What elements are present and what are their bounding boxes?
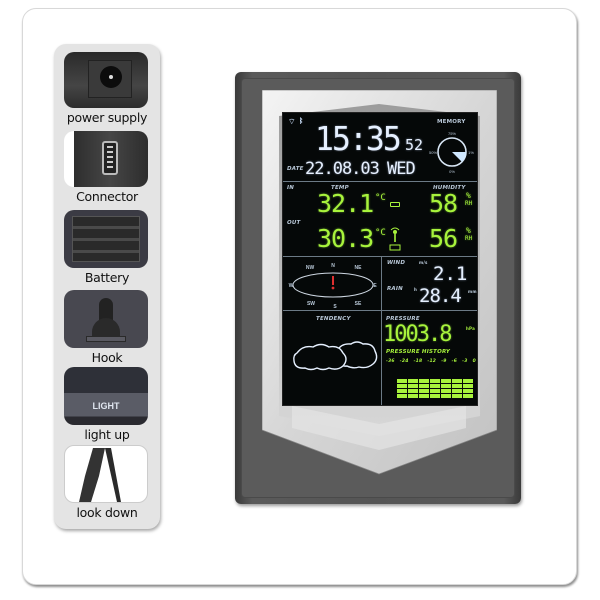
- svg-text:1%: 1%: [468, 150, 474, 155]
- memory-gauge-icon: 75% 1% 0% 50%: [429, 131, 474, 174]
- rain-unit: h: [414, 287, 418, 292]
- humidity-header: HUMIDITY: [433, 185, 466, 191]
- kickstand-icon: [64, 445, 148, 503]
- svg-text:50%: 50%: [429, 150, 437, 155]
- outdoor-rh-unit: RH: [465, 235, 473, 242]
- seconds-display: 52: [405, 136, 424, 154]
- indoor-label: IN: [287, 185, 295, 191]
- feature-panel: power supply Connector Battery Hook LIGH…: [54, 44, 160, 529]
- dc-power-jack-icon: [64, 52, 148, 108]
- svg-text:NE: NE: [355, 265, 363, 271]
- temp-header: TEMP: [331, 185, 349, 191]
- pressure-value: 1003.8: [383, 322, 452, 347]
- indoor-humidity-unit: %: [466, 191, 471, 200]
- wind-label: WIND: [387, 260, 406, 266]
- wind-speed: 2.1: [433, 263, 468, 285]
- indoor-rh-unit: RH: [465, 200, 473, 207]
- light-button-icon[interactable]: LIGHT: [64, 367, 148, 425]
- svg-text:NW: NW: [306, 265, 315, 271]
- feature-label: Hook: [91, 350, 123, 365]
- feature-label: Connector: [76, 189, 138, 204]
- date-display: 22.08.03: [305, 159, 380, 179]
- weekday-display: WED: [387, 159, 416, 179]
- feature-label: power supply: [66, 110, 148, 125]
- battery-compartment-icon: [64, 210, 148, 268]
- tendency-label: TENDENCY: [316, 316, 351, 322]
- svg-text:75%: 75%: [448, 131, 456, 136]
- svg-text:SW: SW: [307, 301, 315, 307]
- wind-unit: m/s: [419, 260, 428, 265]
- feature-label: look down: [76, 505, 138, 520]
- rain-value-unit: mm: [468, 289, 477, 294]
- svg-text:E: E: [373, 283, 377, 289]
- memory-label: MEMORY: [437, 119, 466, 125]
- indoor-temp: 32.1: [317, 189, 374, 218]
- svg-text:0%: 0%: [449, 169, 455, 174]
- svg-text:SE: SE: [355, 301, 362, 307]
- battery-icon-indoor: [390, 202, 400, 207]
- outdoor-humidity: 56: [429, 224, 458, 253]
- outdoor-label: OUT: [287, 220, 301, 226]
- signal-antenna-icon: [389, 227, 401, 251]
- svg-text:S: S: [333, 304, 337, 310]
- wifi-icon: ⌔: [288, 117, 296, 126]
- svg-text:N: N: [331, 263, 335, 269]
- pressure-label: PRESSURE: [386, 316, 420, 322]
- wind-compass-icon: N NW NE W E SW S SE: [289, 263, 378, 310]
- pressure-unit: hPa: [466, 326, 475, 331]
- mini-usb-port-icon: [64, 131, 148, 187]
- indoor-temp-unit: °C: [375, 193, 386, 203]
- date-label: DATE: [287, 166, 304, 172]
- cloudy-icon: [293, 341, 378, 371]
- rain-label: RAIN: [387, 286, 403, 292]
- outdoor-temp: 30.3: [317, 224, 374, 253]
- pressure-history-label: PRESSURE HISTORY: [386, 349, 451, 355]
- wall-hook-icon: [64, 290, 148, 348]
- feature-label: light up: [84, 427, 130, 442]
- indoor-humidity: 58: [429, 189, 458, 218]
- svg-text:W: W: [289, 283, 294, 289]
- rain-amount: 28.4: [419, 285, 462, 307]
- outdoor-temp-unit: °C: [375, 228, 386, 238]
- time-display: 15:35: [315, 119, 402, 158]
- pressure-history-hours: -36 -24 -18 -12 -9 -6 -3 0: [386, 359, 476, 364]
- outdoor-humidity-unit: %: [466, 226, 471, 235]
- pressure-history-bars: [397, 379, 473, 398]
- feature-label: Battery: [84, 270, 130, 285]
- bluetooth-icon: ᛒ: [299, 117, 304, 125]
- lcd-screen: ⌔ ᛒ 15:35 52 DATE 22.08.03 WED MEMORY 75…: [282, 112, 478, 406]
- light-button-text: LIGHT: [92, 401, 120, 411]
